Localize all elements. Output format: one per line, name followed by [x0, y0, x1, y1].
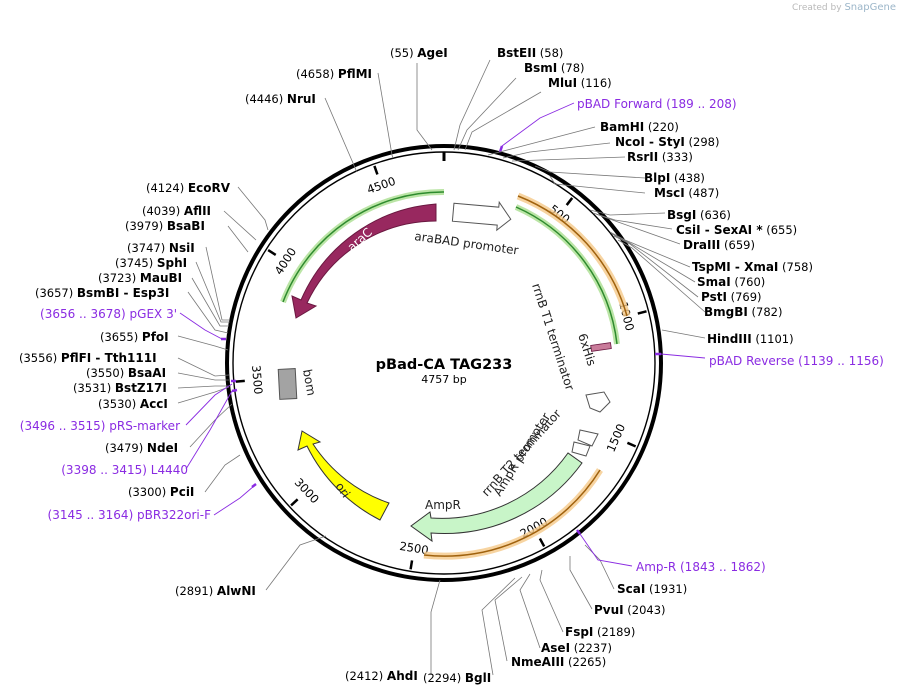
primer-mark-prs-marker: [231, 388, 238, 393]
feature-6xhis[interactable]: [590, 342, 612, 352]
snapgene-watermark: Created by SnapGene: [792, 2, 896, 13]
site-label[interactable]: NcoI - StyI (298): [615, 135, 719, 149]
site-label[interactable]: PstI (769): [701, 290, 762, 304]
feature-label-arabad-promoter: araBAD promoter: [414, 229, 520, 257]
site-label[interactable]: SmaI (760): [697, 275, 765, 289]
scale-tick-mark: [235, 379, 245, 383]
site-label[interactable]: (3655) PfoI: [100, 330, 169, 344]
site-label[interactable]: BsgI (636): [667, 208, 731, 222]
site-label[interactable]: BsmI (78): [524, 61, 585, 75]
feature-ori[interactable]: [297, 430, 390, 521]
scale-tick-mark: [290, 498, 299, 507]
feature-arac[interactable]: [291, 203, 437, 319]
site-label[interactable]: (4039) AflII: [142, 204, 211, 218]
site-label[interactable]: (3479) NdeI: [105, 441, 178, 455]
site-label[interactable]: (3531) BstZ17I: [73, 381, 167, 395]
site-label[interactable]: RsrII (333): [627, 150, 693, 164]
watermark-prefix: Created by: [792, 3, 842, 13]
site-label[interactable]: HindIII (1101): [707, 332, 794, 346]
site-label[interactable]: FspI (2189): [565, 625, 635, 639]
site-label[interactable]: (55) AgeI: [390, 46, 448, 60]
site-label[interactable]: BstEII (58): [497, 46, 563, 60]
site-label[interactable]: (3747) NsiI: [127, 241, 195, 255]
scale-tick-mark: [267, 249, 277, 256]
site-label[interactable]: CsiI - SexAI * (655): [676, 223, 797, 237]
site-label[interactable]: (3657) BsmBI - Esp3I: [35, 286, 169, 300]
site-label[interactable]: (3723) MauBI: [98, 271, 182, 285]
scale-tick-mark: [538, 537, 546, 548]
primer-label[interactable]: (3496 .. 3515) pRS-marker: [20, 419, 180, 433]
feature-arc-orange-top-line: [517, 195, 628, 317]
plasmid-title: pBad-CA TAG233: [376, 357, 513, 373]
site-label[interactable]: BamHI (220): [600, 120, 679, 134]
site-labels: (55) AgeI BstEII (58)BsmI (78)MluI (116) B…: [19, 46, 884, 685]
primer-mark-pbad-forward: [498, 145, 504, 153]
primer-label[interactable]: pBAD Forward (189 .. 208): [577, 97, 737, 111]
site-label[interactable]: (3556) PflFI - Tth111I: [19, 351, 157, 365]
leader-lines: [177, 59, 706, 676]
site-label[interactable]: (4124) EcoRV: [146, 181, 231, 195]
site-label[interactable]: NmeAIII (2265): [511, 655, 606, 669]
site-label[interactable]: MscI (487): [654, 186, 719, 200]
scale-tick-mark: [565, 197, 574, 206]
feature-label-ampr: AmpR: [425, 498, 461, 512]
feature-ampr[interactable]: [410, 452, 583, 543]
site-label[interactable]: (2294) BglI: [423, 671, 491, 685]
site-label[interactable]: (3550) BsaAI: [86, 366, 166, 380]
feature-arc-orange-bottom-line: [423, 469, 601, 557]
primer-label[interactable]: pBAD Reverse (1139 .. 1156): [709, 354, 884, 368]
site-label[interactable]: (3745) SphI: [115, 256, 187, 270]
site-label[interactable]: (3300) PciI: [128, 485, 194, 499]
backbone-outer-ring: [225, 144, 663, 582]
site-label[interactable]: (4658) PflMI: [296, 67, 372, 81]
primer-label[interactable]: (3398 .. 3415) L4440: [61, 463, 188, 477]
scale-tick-mark: [637, 310, 647, 315]
site-label[interactable]: (2412) AhdI: [345, 669, 418, 683]
feature-arabad-promoter[interactable]: [451, 198, 512, 232]
scale-tick-mark: [626, 441, 637, 448]
primer-label[interactable]: Amp-R (1843 .. 1862): [636, 560, 766, 574]
primer-label[interactable]: (3145 .. 3164) pBR322ori-F: [48, 508, 212, 522]
feature-ampr-promoter[interactable]: [571, 441, 591, 457]
site-label[interactable]: DraIII (659): [683, 238, 755, 252]
site-label[interactable]: (2891) AlwNI: [175, 584, 256, 598]
feature-label-6xhis: 6xHis: [575, 332, 599, 368]
scale-tick-label: 2500: [398, 539, 429, 557]
feature-arc-green-left-line: [282, 191, 445, 303]
feature-rrnb-t1-terminator[interactable]: [585, 391, 611, 413]
snapgene-logo-text: SnapGene: [844, 2, 896, 13]
feature-rrnb-t2-terminator[interactable]: [577, 429, 599, 447]
scale-tick-label: 4500: [365, 174, 397, 197]
scale-tick-label: 3500: [249, 365, 266, 395]
feature-label-rrnb-t1-terminator: rrnB T1 terminator: [529, 282, 577, 393]
site-label[interactable]: MluI (116): [548, 76, 612, 90]
site-label[interactable]: ScaI (1931): [617, 582, 687, 596]
feature-label-bom: bom: [300, 368, 318, 397]
scale-tick-mark: [373, 165, 379, 175]
site-label[interactable]: TspMI - XmaI (758): [692, 260, 813, 274]
scale-tick-mark: [409, 560, 414, 570]
feature-arc-green-right-line: [515, 206, 618, 345]
primer-leader-lines: [179, 102, 706, 567]
site-label[interactable]: BlpI (438): [644, 171, 705, 185]
plasmid-length: 4757 bp: [421, 373, 466, 386]
feature-bom[interactable]: [277, 368, 298, 400]
site-label[interactable]: (3979) BsaBI: [125, 219, 205, 233]
primer-label[interactable]: (3656 .. 3678) pGEX 3': [40, 307, 177, 321]
site-label[interactable]: (4446) NruI: [245, 92, 316, 106]
site-label[interactable]: (3530) AccI: [98, 397, 168, 411]
site-label[interactable]: PvuI (2043): [594, 603, 666, 617]
primer-mark-amp-r: [576, 529, 581, 535]
primer-mark-pbr322ori-f: [251, 483, 257, 488]
site-label[interactable]: BmgBI (782): [704, 305, 782, 319]
site-label[interactable]: AseI (2237): [541, 641, 612, 655]
scale-tick-label: 1500: [604, 422, 629, 454]
